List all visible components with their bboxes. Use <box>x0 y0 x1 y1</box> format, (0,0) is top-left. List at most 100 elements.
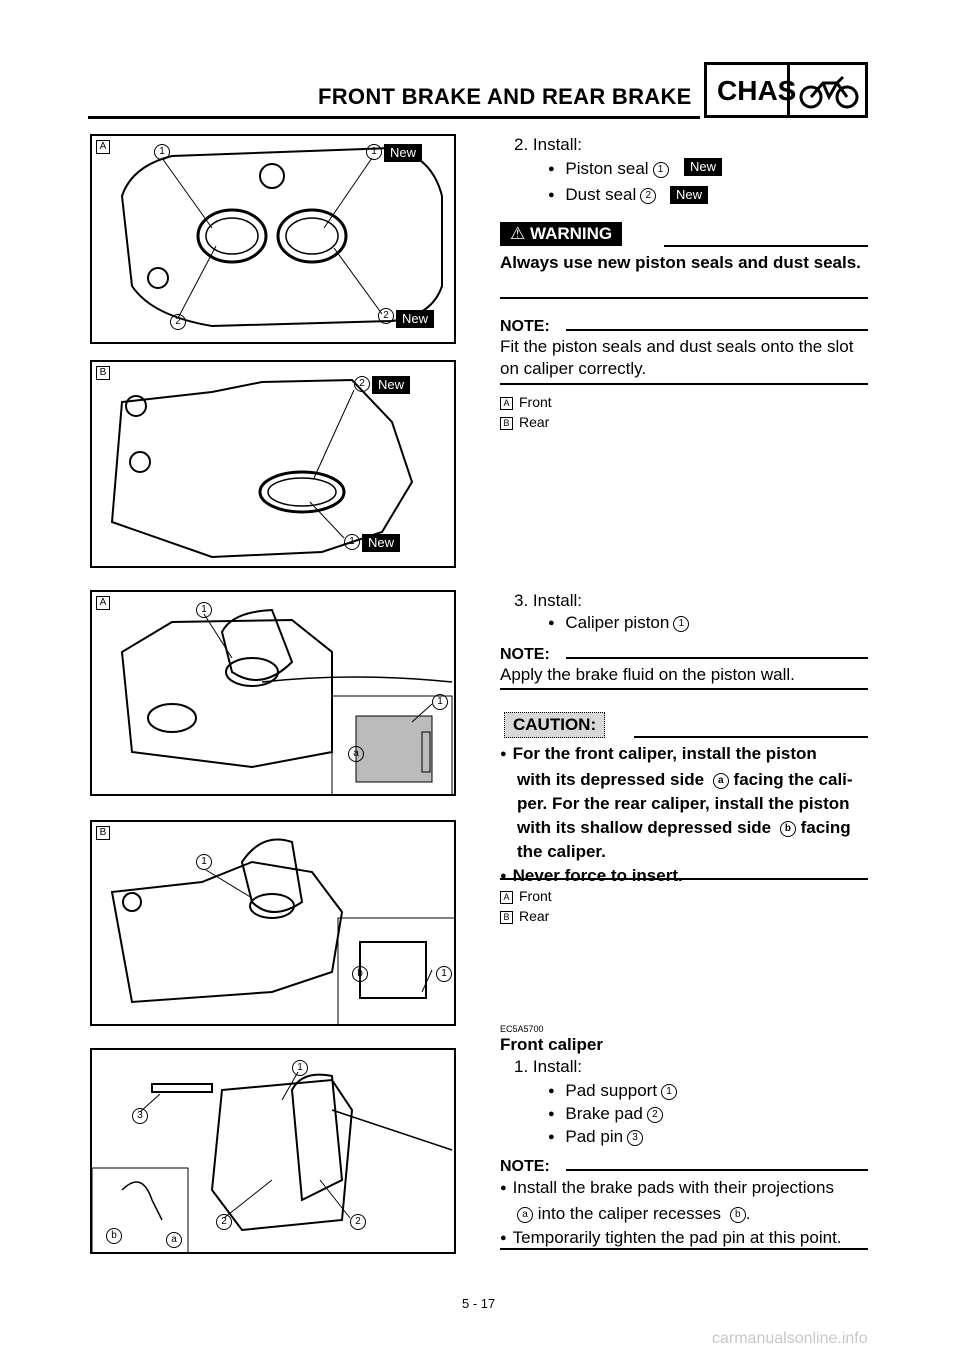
new-badge: New <box>362 534 401 552</box>
callout-2: 2 <box>170 314 186 330</box>
callout-2: 2 <box>216 1214 232 1230</box>
new-badge: New <box>384 144 423 162</box>
caution-text: For the front caliper, install the pisto… <box>500 742 868 890</box>
note-label: NOTE: <box>500 1158 550 1175</box>
callout-1: 1 <box>154 144 170 160</box>
piston-illustration <box>120 608 453 794</box>
figure-rear-caliper-seals: B 2 New 1 New <box>90 360 456 568</box>
note-label: NOTE: <box>500 646 550 663</box>
callout-1: 1 <box>196 602 212 618</box>
callout-a: a <box>166 1232 182 1248</box>
piston-illustration <box>110 838 454 1024</box>
note-line: a into the caliper recesses b. <box>500 1202 868 1226</box>
section-code: EC5A5700 <box>500 1024 544 1034</box>
legend-rear: B Rear <box>500 906 549 926</box>
tag-b: B <box>500 416 513 430</box>
rule <box>500 383 868 385</box>
warning-text: Always use new piston seals and dust sea… <box>500 253 861 272</box>
figure-tag-a: A <box>96 140 110 154</box>
caution-fragment: facing <box>800 818 851 837</box>
callout-3: 3 <box>132 1108 148 1124</box>
callout-1: 1 <box>292 1060 308 1076</box>
callout-a: a <box>348 746 364 762</box>
caution-line: For the front caliper, install the pisto… <box>500 742 868 768</box>
note-fragment: into the caliper recesses <box>537 1204 722 1223</box>
callout-1: 1 <box>344 534 360 550</box>
rule <box>566 329 868 331</box>
callout-2: 2 <box>646 1106 663 1123</box>
motorcycle-icon <box>799 75 859 109</box>
figure-front-caliper-seals: A 1 1 New 2 2 New <box>90 134 456 344</box>
legend-label: Rear <box>519 414 550 430</box>
callout-1: 1 <box>673 615 690 632</box>
section-box: CHAS <box>704 62 868 118</box>
step3-heading: 3. Install: <box>514 591 583 610</box>
caution-line: Never force to insert. <box>500 864 868 890</box>
step1-heading: 1. Install: <box>514 1057 583 1076</box>
figure-front-piston-install: A 1 1 a <box>90 590 456 796</box>
item-label: Brake pad <box>565 1104 643 1123</box>
callout-1: 1 <box>652 161 669 178</box>
legend-label: Rear <box>519 908 550 924</box>
caution-line: per. For the rear caliper, install the p… <box>517 794 850 813</box>
callout-3: 3 <box>627 1129 644 1146</box>
callout-1: 1 <box>436 966 452 982</box>
new-badge: New <box>372 376 411 394</box>
figure-tag-a: A <box>96 596 110 610</box>
callout-2: 2 <box>350 1214 366 1230</box>
caution-line: the caliper. <box>517 842 606 861</box>
watermark: carmanualsonline.info <box>712 1330 868 1347</box>
caliper-illustration <box>120 146 443 328</box>
note-text: Apply the brake fluid on the piston wall… <box>500 665 795 684</box>
note-label: NOTE: <box>500 318 550 335</box>
legend-label: Front <box>519 888 552 904</box>
rule <box>664 245 868 247</box>
tag-a: A <box>500 396 513 410</box>
item-label: Dust seal <box>565 185 637 204</box>
callout-1: 1 <box>196 854 212 870</box>
caution-fragment: with its depressed side <box>517 770 705 789</box>
header-rule <box>88 116 700 119</box>
figure-tag-b: B <box>96 366 110 380</box>
caution-line: with its shallow depressed side b facing <box>500 816 868 840</box>
legend-front: A Front <box>500 886 552 906</box>
item-label: Caliper piston <box>565 613 670 632</box>
callout-b: b <box>106 1228 122 1244</box>
rule <box>500 878 868 880</box>
caution-line: with its depressed side a facing the cal… <box>500 768 868 792</box>
figure-front-caliper-pads: 1 3 2 2 b a <box>90 1048 456 1254</box>
caution-badge: CAUTION: <box>504 712 606 738</box>
callout-1: 1 <box>432 694 448 710</box>
new-badge: New <box>684 158 723 176</box>
rule <box>500 688 868 690</box>
section-divider <box>787 65 790 115</box>
warning-label: WARNING <box>529 224 613 243</box>
callout-1: 1 <box>661 1083 678 1100</box>
section-label: CHAS <box>717 75 797 106</box>
item-label: Piston seal <box>565 159 649 178</box>
item-label: Pad support <box>565 1081 658 1100</box>
callout-b: b <box>729 1206 746 1223</box>
callout-2: 2 <box>640 187 657 204</box>
warning-badge: ⚠ WARNING <box>500 222 623 246</box>
item-label: Pad pin <box>565 1127 624 1146</box>
tag-a: A <box>500 890 513 904</box>
tag-b: B <box>500 910 513 924</box>
callout-1: 1 <box>366 144 382 160</box>
callout-a: a <box>517 1206 533 1223</box>
rule <box>634 736 868 738</box>
note-text: Install the brake pads with their projec… <box>500 1176 868 1252</box>
rule <box>566 1169 868 1171</box>
new-badge: New <box>670 186 709 204</box>
callout-b: b <box>352 966 368 982</box>
callout-b: b <box>779 820 796 837</box>
rule <box>566 657 868 659</box>
figure-tag-b: B <box>96 826 110 840</box>
callout-2: 2 <box>354 376 370 392</box>
